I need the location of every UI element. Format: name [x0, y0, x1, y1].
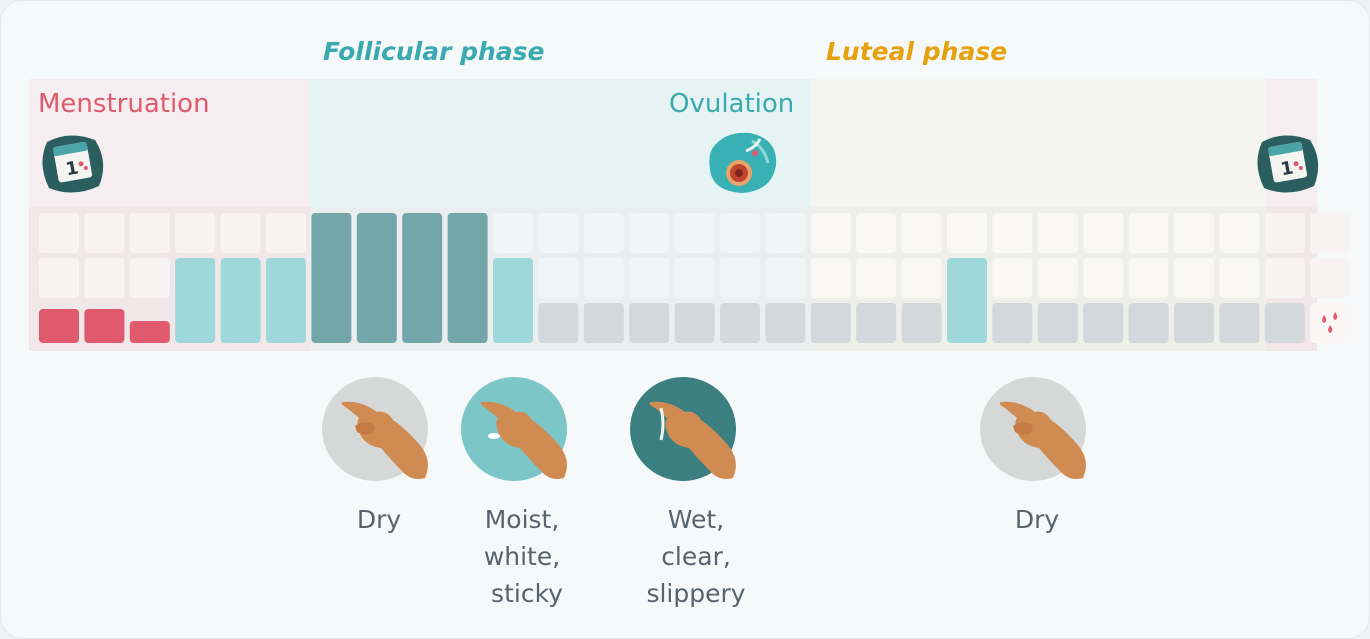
- menstruation-label: Menstruation: [38, 89, 210, 119]
- dry-hand-icon: [321, 374, 436, 484]
- luteal-grid-bg: [811, 207, 1267, 351]
- blood-drops-icon: [1322, 312, 1338, 333]
- mucus-label-dry: Dry: [356, 505, 402, 534]
- luteal-phase-title: Luteal phase: [826, 37, 1008, 66]
- ovulation-label: Ovulation: [669, 89, 795, 119]
- calendar-icon: 1: [1254, 132, 1324, 196]
- svg-text:1: 1: [1279, 157, 1295, 180]
- follicular-grid-bg: [310, 207, 811, 351]
- mucus-label-wet: Wet, clear, slippery: [646, 505, 746, 608]
- moist-hand-icon: [460, 374, 575, 484]
- mucus-label-moist: Moist, white, sticky: [483, 505, 563, 608]
- calendar-icon: 1: [39, 132, 109, 196]
- wet-hand-icon: [629, 374, 744, 484]
- next-menstruation-grid-bg: [1267, 207, 1317, 351]
- mucus-label-dry: Dry: [1014, 505, 1060, 534]
- dry-hand-icon: [979, 374, 1094, 484]
- svg-text:1: 1: [64, 157, 80, 180]
- menstruation-grid-bg: [29, 207, 310, 351]
- luteal-band: [811, 79, 1267, 207]
- egg-cell-icon: [706, 129, 780, 197]
- follicular-phase-title: Follicular phase: [323, 37, 545, 66]
